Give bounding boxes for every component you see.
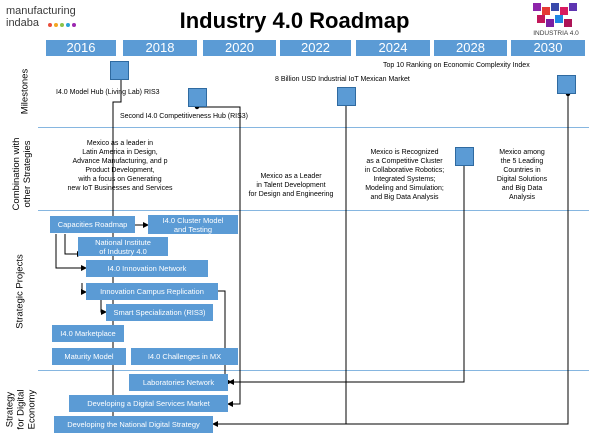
row-separator [38,127,589,128]
project-capacities-roadmap: Capacities Roadmap [50,216,135,233]
milestone-competitiveness-hub: Second I4.0 Competitiveness Hub (RIS3) [120,113,249,120]
connector-line [213,90,569,425]
economy-digital-strategy: Developing the National Digital Strategy [54,416,213,433]
project-marketplace: I4.0 Marketplace [52,325,124,342]
milestone-marker-2030 [557,75,576,94]
project-innovation-network: I4.0 Innovation Network [86,260,208,277]
project-maturity-model: Maturity Model [52,348,126,365]
year-2018: 2018 [123,40,197,56]
connector-line [112,72,122,433]
connector-line [218,290,229,385]
connector-line [197,106,241,407]
connector-line [64,234,83,257]
logo-text-line1: manufacturing [6,5,76,17]
milestone-marker-2020 [188,88,207,107]
row-separator [38,210,589,211]
industria-40-logo: INDUSTRIA 4.0 [527,0,583,44]
milestone-model-hub: I4.0 Model Hub (Living Lab) RIS3 [56,89,160,96]
milestone-top10: Top 10 Ranking on Economic Complexity In… [383,62,530,69]
industria-logo-text: INDUSTRIA 4.0 [533,30,579,37]
year-2028: 2028 [434,40,507,56]
economy-digital-services: Developing a Digital Services Market [69,395,228,412]
logo-dots-icon [48,21,78,29]
connector-line [228,154,465,385]
year-2022: 2022 [280,40,351,56]
connector-line [81,283,87,295]
connector-line [100,300,107,315]
milestone-iot-market: 8 Billion USD Industrial IoT Mexican Mar… [275,76,410,83]
row-separator [38,370,589,371]
year-2016: 2016 [46,40,116,56]
project-challenges: I4.0 Challenges in MX [131,348,238,365]
milestone-marker-2018 [110,61,129,80]
year-2024: 2024 [356,40,430,56]
connector-lines [55,67,571,433]
economy-laboratories-network: Laboratories Network [129,374,228,391]
milestone-marker-2022 [337,87,356,106]
project-campus-replication: Innovation Campus Replication [86,283,218,300]
milestone-marker-2024 [455,147,474,166]
project-smart-specialization: Smart Specialization (RIS3) [106,304,213,321]
connector-line [55,234,87,271]
industria-mosaic-icon [533,3,577,27]
manufacturing-indaba-logo: manufacturing indaba [4,2,84,32]
page-title: Industry 4.0 Roadmap [179,8,410,33]
year-2030: 2030 [511,40,585,56]
logo-text-line2: indaba [6,17,40,29]
year-2020: 2020 [203,40,276,56]
connector-line [212,97,347,427]
